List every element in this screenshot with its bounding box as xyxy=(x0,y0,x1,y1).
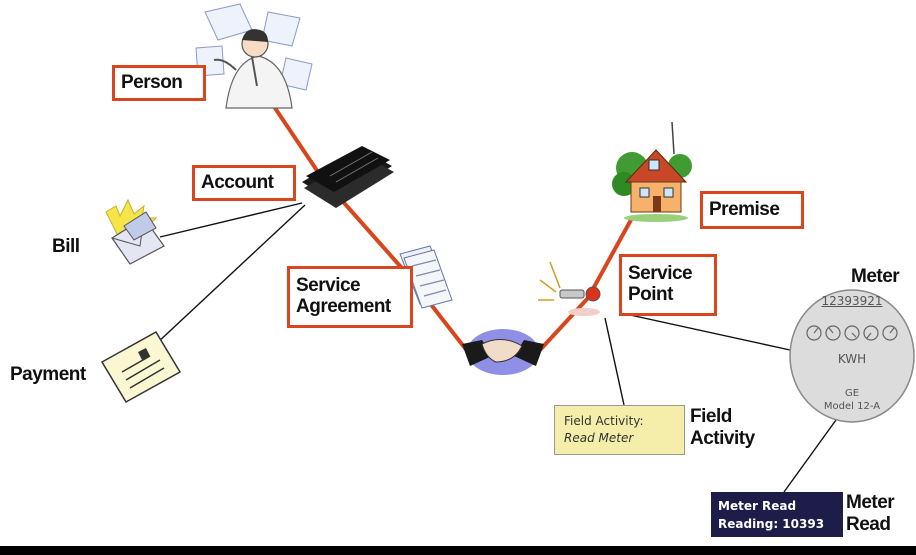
payment-check-icon xyxy=(100,330,182,404)
node-service-agreement-line1: Service xyxy=(296,275,361,297)
meter-serial: 12393921 xyxy=(821,294,883,308)
node-premise-label: Premise xyxy=(709,198,780,220)
meter-read-card-line2: Reading: 10393 xyxy=(718,517,825,531)
connector-servicepoint-meter xyxy=(620,312,791,351)
label-meter-read: Meter Read xyxy=(846,492,895,536)
thin-connectors xyxy=(155,202,837,493)
bottom-bar xyxy=(0,546,916,555)
meter-unit: KWH xyxy=(837,352,867,366)
connector-servicepoint-fieldactivity xyxy=(604,317,625,406)
account-ledger-icon xyxy=(302,146,394,208)
node-account: Account xyxy=(192,165,296,201)
node-service-point-line2: Point xyxy=(628,284,674,305)
label-field-activity-line1: Field xyxy=(690,406,732,427)
house-icon xyxy=(612,121,692,222)
node-service-agreement-line2: Agreement xyxy=(296,296,391,317)
connector-bill-account xyxy=(159,202,303,238)
service-point-pipe-icon xyxy=(538,261,601,316)
service-agreement-document-icon xyxy=(399,245,453,309)
node-service-point: Service Point xyxy=(619,254,717,316)
connector-servicepoint-premise xyxy=(586,216,634,300)
meter-model: Model 12-A xyxy=(823,401,881,412)
meter-read-card-line1: Meter Read xyxy=(718,499,797,513)
label-meter: Meter xyxy=(851,266,900,287)
node-person: Person xyxy=(112,65,206,101)
meter-icon xyxy=(789,289,915,423)
field-activity-card-line1: Field Activity: xyxy=(564,414,644,428)
node-service-point-line1: Service xyxy=(628,263,693,285)
person-icon xyxy=(195,3,313,109)
connector-handshake-servicepoint xyxy=(538,296,590,352)
field-activity-card: Field Activity: Read Meter xyxy=(554,405,685,455)
meter-make: GE xyxy=(844,388,860,399)
bill-envelope-icon xyxy=(105,198,165,265)
meter-dials xyxy=(806,325,898,341)
node-premise: Premise xyxy=(700,191,804,229)
label-field-activity-line2: Activity xyxy=(690,427,755,449)
node-account-label: Account xyxy=(201,171,274,193)
label-payment: Payment xyxy=(10,364,86,385)
node-service-agreement: Service Agreement xyxy=(287,266,413,328)
label-bill: Bill xyxy=(52,236,80,257)
field-activity-card-line2: Read Meter xyxy=(564,431,634,446)
label-meter-read-line2: Read xyxy=(846,513,891,535)
connector-payment-account xyxy=(155,204,306,345)
connector-meter-meterread xyxy=(783,419,837,493)
connector-person-account xyxy=(273,106,324,180)
label-meter-read-line1: Meter xyxy=(846,492,895,513)
handshake-icon xyxy=(462,329,544,375)
node-person-label: Person xyxy=(121,71,183,93)
meter-dial-hands xyxy=(813,327,895,339)
label-field-activity: Field Activity xyxy=(690,406,755,450)
meter-read-card: Meter Read Reading: 10393 xyxy=(711,492,843,537)
